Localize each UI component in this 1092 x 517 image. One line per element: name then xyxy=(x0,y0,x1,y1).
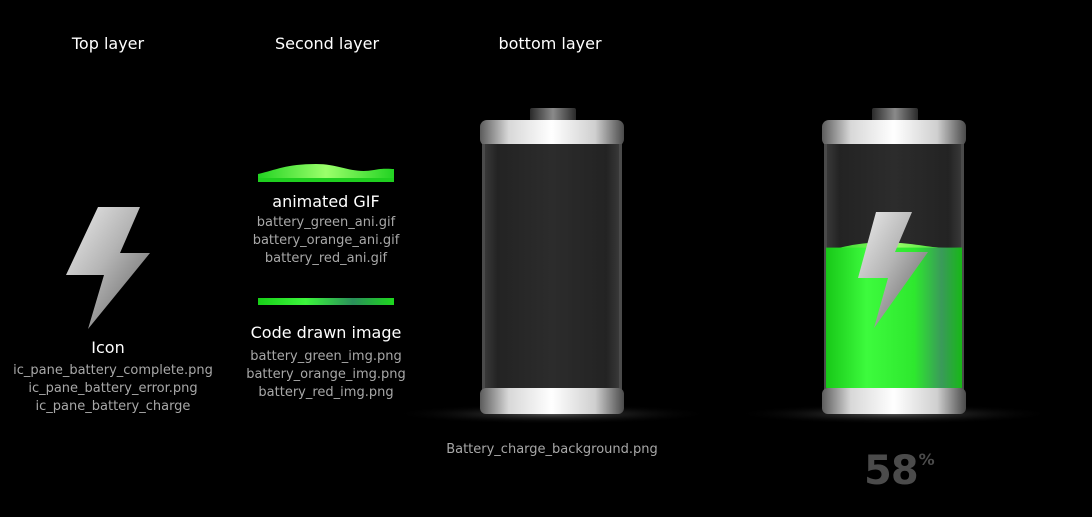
bottom-layer-heading: bottom layer xyxy=(498,34,602,53)
gif-file-green: battery_green_ani.gif xyxy=(256,215,396,230)
gif-file-orange: battery_orange_ani.gif xyxy=(252,233,400,248)
background-file-label: Battery_charge_background.png xyxy=(446,442,658,457)
battery-percentage-sign: % xyxy=(918,450,935,469)
battery-percentage: 58% xyxy=(864,448,935,494)
battery-background-image xyxy=(392,108,712,424)
animated-wave-image xyxy=(258,164,394,182)
battery-percentage-value: 58 xyxy=(864,448,919,494)
icon-file-error: ic_pane_battery_error.png xyxy=(28,381,198,396)
top-layer-heading: Top layer xyxy=(71,34,145,53)
second-layer-heading: Second layer xyxy=(274,34,380,53)
gif-file-red: battery_red_ani.gif xyxy=(264,251,388,266)
composite-bolt-icon xyxy=(858,212,928,328)
code-file-orange: battery_orange_img.png xyxy=(246,367,406,382)
icon-file-charge: ic_pane_battery_charge xyxy=(35,399,191,414)
icon-file-list: ic_pane_battery_complete.png ic_pane_bat… xyxy=(0,362,226,416)
gif-file-list: battery_green_ani.gif battery_orange_ani… xyxy=(236,214,416,268)
code-file-green: battery_green_img.png xyxy=(250,349,402,364)
code-file-red: battery_red_img.png xyxy=(258,385,394,400)
lightning-bolt-icon xyxy=(66,207,150,329)
code-drawn-title: Code drawn image xyxy=(250,323,402,342)
icon-title: Icon xyxy=(91,338,125,357)
icon-file-complete: ic_pane_battery_complete.png xyxy=(13,363,213,378)
code-drawn-strip xyxy=(258,298,394,305)
composite-battery xyxy=(734,108,1054,424)
animated-gif-title: animated GIF xyxy=(272,192,380,211)
code-file-list: battery_green_img.png battery_orange_img… xyxy=(226,348,426,402)
